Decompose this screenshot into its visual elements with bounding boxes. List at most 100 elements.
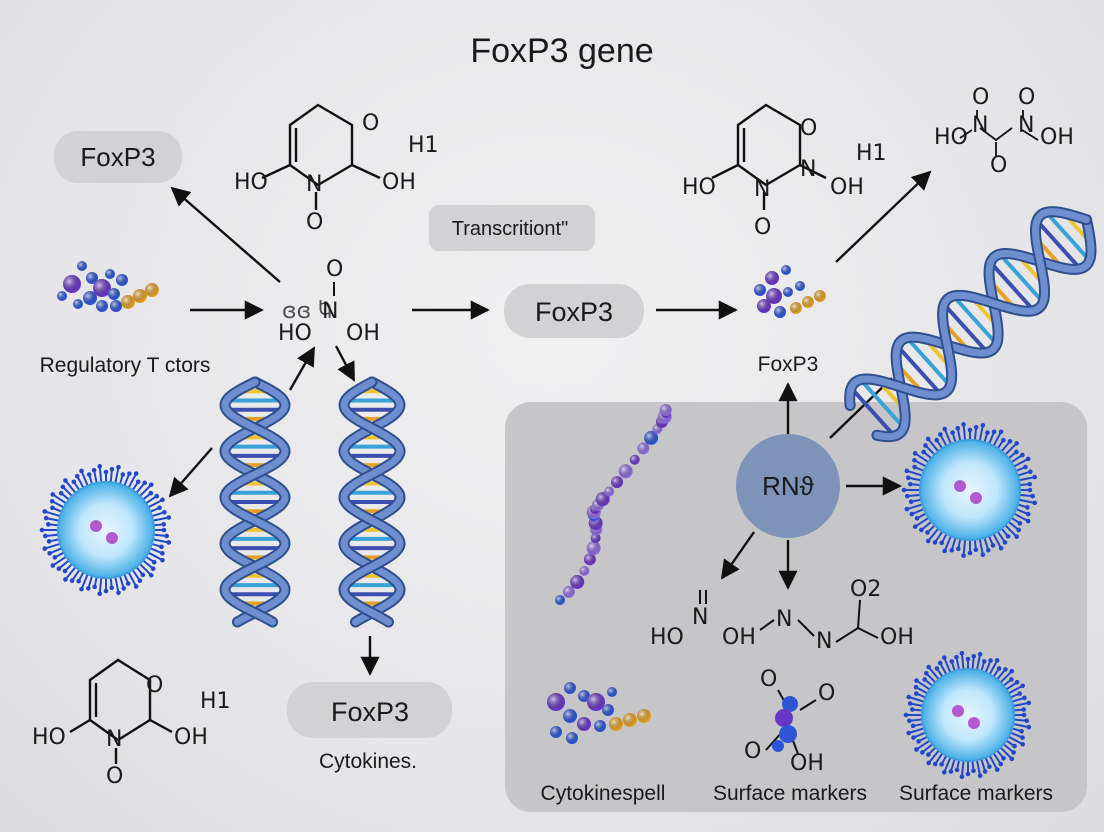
protein-chain-panel [555, 404, 672, 605]
atom-shine [583, 553, 596, 566]
cell-receptor-tip [988, 658, 993, 663]
cell-receptor-tip [941, 655, 947, 661]
cell-receptor-tip [45, 522, 51, 527]
cell-receptor-tip [959, 650, 965, 656]
cell-receptor-tip [961, 422, 966, 427]
cell-receptor-tip [905, 475, 911, 481]
cell-receptor-tip [47, 551, 52, 556]
atom-shine [783, 287, 793, 297]
cell-receptor-tip [1009, 668, 1015, 674]
atom-shine [802, 296, 814, 308]
cell-receptor-tip [919, 527, 924, 533]
cytokinespell-label: Cytokinespell [541, 782, 666, 805]
cell-receptor-tip [1017, 521, 1023, 526]
cell-receptor-tip [926, 760, 931, 766]
cell-receptor-tip [994, 767, 1000, 772]
cell-receptor-tip [69, 578, 75, 584]
surface-markers-label-2: Surface markers [899, 782, 1053, 805]
cell-receptor-tip [1020, 683, 1025, 689]
cell-receptor-tip [127, 471, 132, 476]
dna-base-pair [858, 378, 906, 430]
diagram-title: FoxP3 gene [470, 32, 653, 70]
cell-receptor-tip [922, 677, 928, 682]
cell-receptor-tip [903, 712, 909, 718]
svg-text:O: O [306, 210, 323, 235]
cell-receptor-tip [965, 771, 971, 777]
cell-receptor-tip [977, 651, 983, 657]
cell-receptor [146, 498, 163, 510]
cell-receptor-tip [1032, 474, 1038, 480]
cell-receptor-tip [934, 437, 939, 443]
atom-shine [618, 464, 633, 479]
cell-receptor-tip [954, 654, 959, 660]
cell-receptor [1010, 701, 1030, 708]
cell-receptor-tip [135, 479, 141, 485]
cell-receptor-tip [1025, 511, 1031, 517]
svg-text:N: N [754, 177, 770, 202]
cell-receptor-tip [125, 581, 131, 586]
cell-receptor-tip [925, 436, 931, 442]
cell-receptor-tip [63, 577, 68, 582]
cell-membrane [57, 481, 155, 579]
svg-text:HO: HO [650, 625, 684, 650]
atom-shine [563, 709, 577, 723]
cell-receptor-tip [97, 591, 103, 596]
dna-helix-middle [338, 376, 406, 628]
svg-text:ɞɞ Ⴉ: ɞɞ Ⴉ [282, 299, 332, 324]
atom-shine [577, 717, 591, 731]
svg-text:N: N [322, 299, 338, 324]
svg-text:O: O [1018, 85, 1035, 110]
svg-text:O2: O2 [850, 577, 881, 602]
svg-text:H1: H1 [856, 141, 887, 166]
chem-structure-panel-chain: O2 HO N OH N N OH [650, 577, 914, 654]
cell-receptor-tip [1009, 756, 1015, 762]
cell-receptor-tip [914, 747, 919, 752]
atom-shine [607, 687, 617, 697]
atom-shine [547, 693, 565, 711]
cell-receptor-tip [133, 584, 139, 589]
cell-receptor-tip [913, 684, 919, 690]
atom-shine [611, 476, 624, 489]
cell-receptor-tip [159, 544, 164, 550]
cell-receptor-tip [92, 584, 97, 590]
atom-shine [145, 283, 159, 297]
cell-receptor-tip [121, 586, 127, 591]
atom-shine [795, 281, 805, 291]
svg-text:OH: OH [880, 625, 914, 650]
cell-receptor-tip [86, 472, 92, 477]
cell-right-bottom [903, 650, 1032, 780]
atom-shine [587, 693, 605, 711]
atom-shine [590, 533, 601, 544]
cell-receptor-tip [1027, 469, 1033, 475]
dna-base-pair [1044, 210, 1092, 262]
cell-receptor-tip [912, 458, 917, 463]
svg-text:FoxP3: FoxP3 [331, 697, 409, 727]
cell-receptor [80, 572, 90, 590]
cell-receptor-tip [74, 473, 80, 479]
dna-base-pair [951, 294, 999, 346]
cell-receptor-tip [912, 464, 917, 470]
dna-base-pair [942, 302, 989, 354]
cell-receptor [975, 653, 982, 673]
atom-shine [570, 574, 585, 589]
cell-receptor-tip [906, 730, 911, 736]
svg-text:O: O [146, 673, 163, 698]
cell-receptor-tip [949, 547, 955, 553]
cell-receptor [943, 657, 953, 675]
cell-receptor-tip [97, 464, 103, 469]
svg-text:HO: HO [278, 321, 312, 346]
atom-shine [121, 295, 135, 309]
cell-receptor-tip [971, 653, 977, 659]
chem-structure-far-right: O O HO N N OH O [934, 85, 1074, 178]
cell-receptor-tip [160, 557, 165, 563]
cell-nucleus-dot [970, 492, 982, 504]
cell-receptor-tip [904, 506, 910, 512]
cell-receptor-tip [905, 493, 910, 499]
cell-receptor-tip [42, 533, 48, 539]
cell-receptor [943, 755, 953, 773]
arrows [168, 170, 932, 676]
cell-receptor [137, 561, 152, 576]
cell-left [39, 464, 172, 596]
atom-shine [564, 682, 576, 694]
cell-receptor-tip [56, 566, 62, 571]
